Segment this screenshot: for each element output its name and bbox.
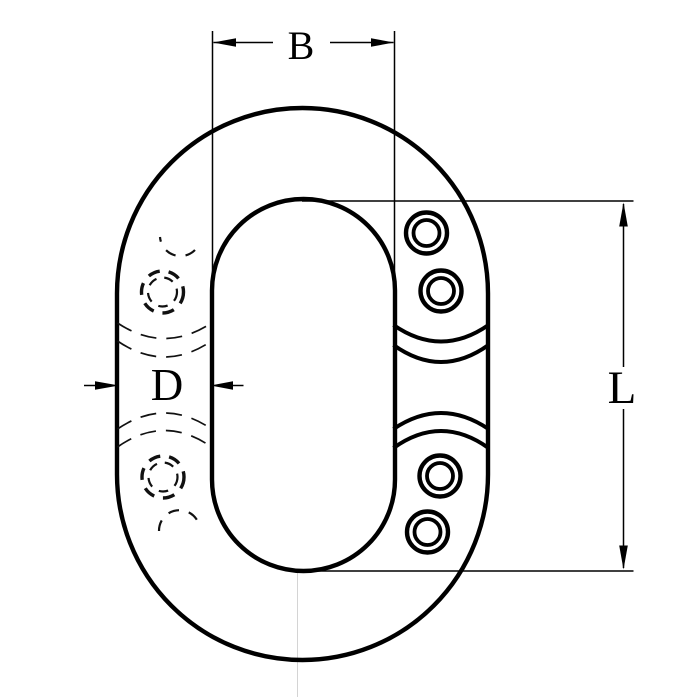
pins-right bbox=[403, 210, 464, 555]
hidden-lower-seam-arc-2 bbox=[117, 429, 212, 448]
hidden-pin-lower bbox=[140, 454, 186, 500]
b-arrowhead-right bbox=[371, 38, 394, 47]
dimension-d: D bbox=[84, 360, 244, 410]
hidden-pin-partial-arc-upper bbox=[158, 236, 196, 258]
dimension-label-b: B bbox=[288, 23, 315, 68]
hidden-pin-outer-ring bbox=[140, 454, 186, 500]
hidden-pin-inner-ring bbox=[146, 276, 179, 308]
lower-lobe-seam-arc-2 bbox=[392, 429, 490, 450]
pin-inner-ring bbox=[412, 517, 443, 547]
pin-upper-1 bbox=[403, 210, 450, 256]
upper-lobe-seam-arc-2 bbox=[392, 343, 490, 364]
hidden-upper-seam-arc-2 bbox=[117, 340, 212, 358]
b-arrowhead-left bbox=[213, 38, 236, 47]
dimension-label-d: D bbox=[151, 360, 184, 410]
dimension-label-l: L bbox=[608, 362, 637, 414]
lower-lobe-seam-arc-1 bbox=[392, 411, 490, 431]
upper-lobe-seam-arc-1 bbox=[392, 323, 490, 344]
l-arrowhead-top bbox=[619, 202, 628, 227]
pin-inner-ring bbox=[425, 461, 455, 491]
pin-upper-2 bbox=[418, 268, 464, 314]
hidden-pin-partial-arc-lower bbox=[157, 509, 198, 532]
d-arrowhead-left bbox=[95, 381, 119, 390]
dimension-l: L bbox=[299, 200, 637, 572]
hidden-pin-outer-ring bbox=[139, 269, 186, 315]
hidden-geometry-left bbox=[117, 236, 212, 532]
joint-seams-right bbox=[392, 323, 490, 450]
pin-outer-ring bbox=[403, 210, 450, 256]
pin-inner-ring bbox=[426, 276, 456, 306]
l-arrowhead-bottom bbox=[619, 545, 628, 570]
pin-inner-ring bbox=[411, 218, 442, 248]
pin-outer-ring bbox=[404, 509, 451, 555]
hidden-seams bbox=[117, 322, 212, 448]
pin-lower-1 bbox=[417, 453, 463, 499]
pin-outer-ring bbox=[417, 453, 463, 499]
d-arrowhead-right bbox=[210, 381, 233, 390]
hidden-pin-upper bbox=[139, 269, 186, 315]
link-outer-outline bbox=[114, 105, 491, 663]
hidden-pin-inner-ring bbox=[147, 461, 179, 493]
hidden-upper-seam-arc-1 bbox=[117, 322, 212, 340]
pin-outer-ring bbox=[418, 268, 464, 314]
hidden-lower-seam-arc-1 bbox=[117, 412, 212, 430]
pin-lower-2 bbox=[404, 509, 451, 555]
dimension-b: B bbox=[211, 23, 396, 292]
